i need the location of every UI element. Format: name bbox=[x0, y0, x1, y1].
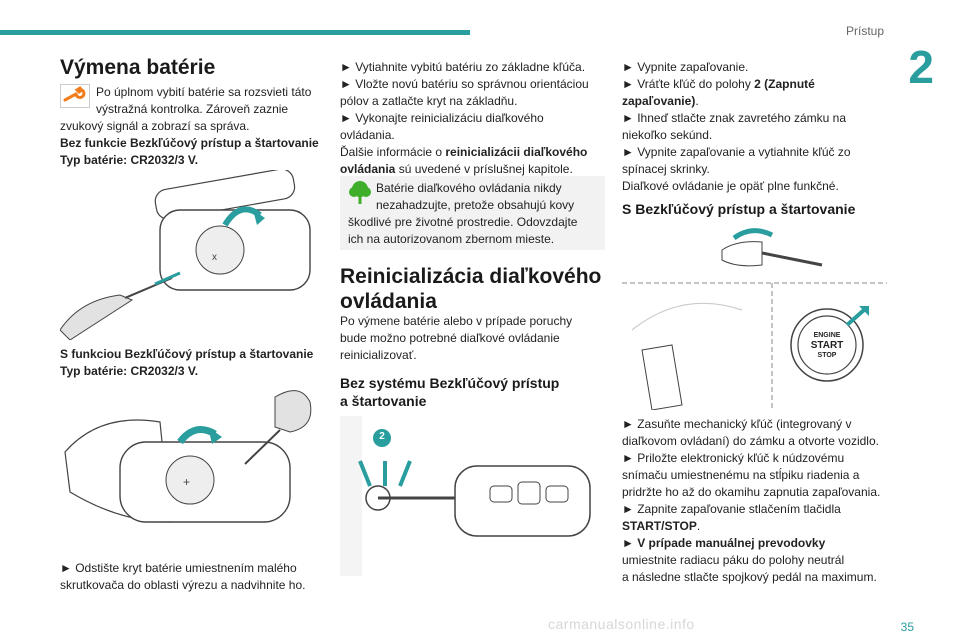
note-line-2: nezahadzujte, pretože obsahujú kovy bbox=[376, 198, 575, 212]
sub-heading-1-line-1: Bez systému Bezkľúčový prístup bbox=[340, 375, 560, 391]
reinit-line-3: reinicializovať. bbox=[340, 348, 417, 362]
top-accent-bar bbox=[0, 30, 470, 35]
col2-line-5: ovládania. bbox=[340, 128, 395, 142]
col2-line-2: ► Vložte novú batériu so správnou orient… bbox=[340, 77, 589, 91]
eco-note-box bbox=[340, 176, 605, 250]
col3-line-c3: ► Priložte elektronický kľúč k núdzovému bbox=[622, 451, 845, 465]
manual-gearbox-line: ► V prípade manuálnej prevodovky bbox=[622, 536, 826, 550]
key-battery-illustration-2: + bbox=[60, 382, 330, 547]
col3-line-3: zapaľovanie). bbox=[622, 93, 699, 110]
col3-line-c1: ► Zasuňte mechanický kľúč (integrovaný v bbox=[622, 417, 852, 431]
col3-line-8: Diaľkové ovládanie je opäť plne funkčné. bbox=[622, 179, 839, 193]
page-number: 35 bbox=[900, 620, 914, 634]
reinit-line-2: bude možno potrebné diaľkové ovládanie bbox=[340, 331, 560, 345]
engine-start-stop-button: ENGINE START STOP bbox=[805, 331, 849, 360]
sub-heading-2: S Bezkľúčový prístup a štartovanie bbox=[622, 201, 856, 217]
battery-type-2: Typ batérie: CR2032/3 V. bbox=[60, 364, 199, 378]
start-label: START bbox=[810, 340, 844, 351]
col3-line-3-bold: zapaľovanie) bbox=[622, 94, 696, 108]
reinit-title-line-1: Reinicializácia diaľkového bbox=[340, 265, 602, 288]
col3-line-7: spínacej skrinky. bbox=[622, 162, 710, 176]
engine-label: ENGINE bbox=[813, 332, 841, 339]
col3-line-1: ► Vypnite zapaľovanie. bbox=[622, 60, 749, 74]
col3-line-c7: START/STOP. bbox=[622, 518, 700, 535]
warning-text-line-2: výstražná kontrolka. Zároveň zaznie bbox=[96, 102, 289, 116]
col3-line-2: ► Vráťte kľúč do polohy 2 (Zapnuté bbox=[622, 76, 815, 93]
col3-line-6: ► Vypnite zapaľovanie a vytiahnite kľúč … bbox=[622, 145, 851, 159]
col3-line-c4: snímaču umiestnenému na stĺpiku riadenia… bbox=[622, 468, 860, 482]
section-name: Prístup bbox=[845, 24, 884, 38]
col3-line-3-post: . bbox=[695, 94, 699, 108]
warning-icon bbox=[60, 84, 90, 113]
col2-line-4: ► Vykonajte reinicializáciu diaľkového bbox=[340, 111, 544, 125]
chapter-number: 2 bbox=[908, 41, 934, 93]
startstop-post: . bbox=[696, 519, 701, 533]
more-info-bold-1: reinicializácii diaľkového bbox=[445, 145, 588, 159]
col2-line-1: ► Vytiahnite vybitú batériu zo základne … bbox=[340, 60, 586, 74]
col3-line-2-pre: ► Vráťte kľúč do polohy bbox=[622, 77, 755, 91]
reinit-line-1: Po výmene batérie alebo v prípade poruch… bbox=[340, 314, 573, 328]
eco-tree-icon bbox=[348, 180, 372, 211]
col3-line-c5: pridržte ho až do okamihu zapnutia zapaľ… bbox=[622, 485, 881, 499]
reinit-title-line-2: ovládania bbox=[340, 290, 437, 313]
key-battery-illustration-1: x bbox=[59, 168, 320, 345]
stop-label: STOP bbox=[817, 352, 837, 359]
col3-line-2-bold: 2 (Zapnuté bbox=[754, 77, 815, 91]
note-line-3: škodlivé pre životné prostredie. Odovzda… bbox=[348, 215, 578, 229]
keyless-start-illustration bbox=[622, 220, 887, 415]
note-line-4: ich na autorizovanom zbernom mieste. bbox=[348, 232, 555, 246]
with-keyless-label: S funkciou Bezkľúčový prístup a štartova… bbox=[60, 347, 314, 361]
key-ignition-illustration bbox=[340, 416, 605, 581]
svg-text:x: x bbox=[212, 252, 217, 263]
col3-line-5: niekoľko sekúnd. bbox=[622, 128, 713, 142]
more-info-post: sú uvedené v príslušnej kapitole. bbox=[395, 162, 573, 176]
sub-heading-1-line-2: a štartovanie bbox=[340, 393, 427, 409]
without-keyless-label: Bez funkcie Bezkľúčový prístup a štartov… bbox=[60, 136, 319, 150]
battery-type-1: Typ batérie: CR2032/3 V. bbox=[60, 153, 199, 167]
step-badge: 2 bbox=[379, 431, 385, 442]
step-line-2: skrutkovača do oblasti výrezu a nadvihni… bbox=[60, 578, 306, 592]
battery-title: Výmena batérie bbox=[60, 56, 216, 79]
col3-line-c2: diaľkovom ovládaní) do zámku a otvorte v… bbox=[622, 434, 879, 448]
step-line-1: ► Odstište kryt batérie umiestnením malé… bbox=[60, 561, 297, 575]
col3-line-c6: ► Zapnite zapaľovanie stlačením tlačidla bbox=[622, 502, 841, 516]
startstop-label: START/STOP bbox=[622, 519, 697, 533]
note-line-1: Batérie diaľkového ovládania nikdy bbox=[376, 181, 562, 195]
col3-line-d1: umiestnite radiacu páku do polohy neutrá… bbox=[622, 553, 845, 567]
col3-line-4: ► Ihneď stlačte znak zavretého zámku na bbox=[622, 111, 847, 125]
warning-text-line-3: zvukový signál a zobrazí sa správa. bbox=[60, 119, 250, 133]
warning-text-line-1: Po úplnom vybití batérie sa rozsvieti tá… bbox=[96, 85, 312, 99]
col3-line-d2: a následne stlačte spojkový pedál na max… bbox=[622, 570, 877, 584]
more-info-line-2: ovládania sú uvedené v príslušnej kapito… bbox=[340, 161, 573, 178]
svg-text:+: + bbox=[183, 475, 190, 489]
watermark: carmanualsonline.info bbox=[548, 616, 695, 632]
col2-line-3: pólov a zatlačte kryt na základňu. bbox=[340, 94, 518, 108]
more-info-pre: Ďalšie informácie o bbox=[340, 145, 446, 159]
more-info-line-1: Ďalšie informácie o reinicializácii diaľ… bbox=[340, 144, 587, 161]
more-info-bold-2: ovládania bbox=[340, 162, 396, 176]
